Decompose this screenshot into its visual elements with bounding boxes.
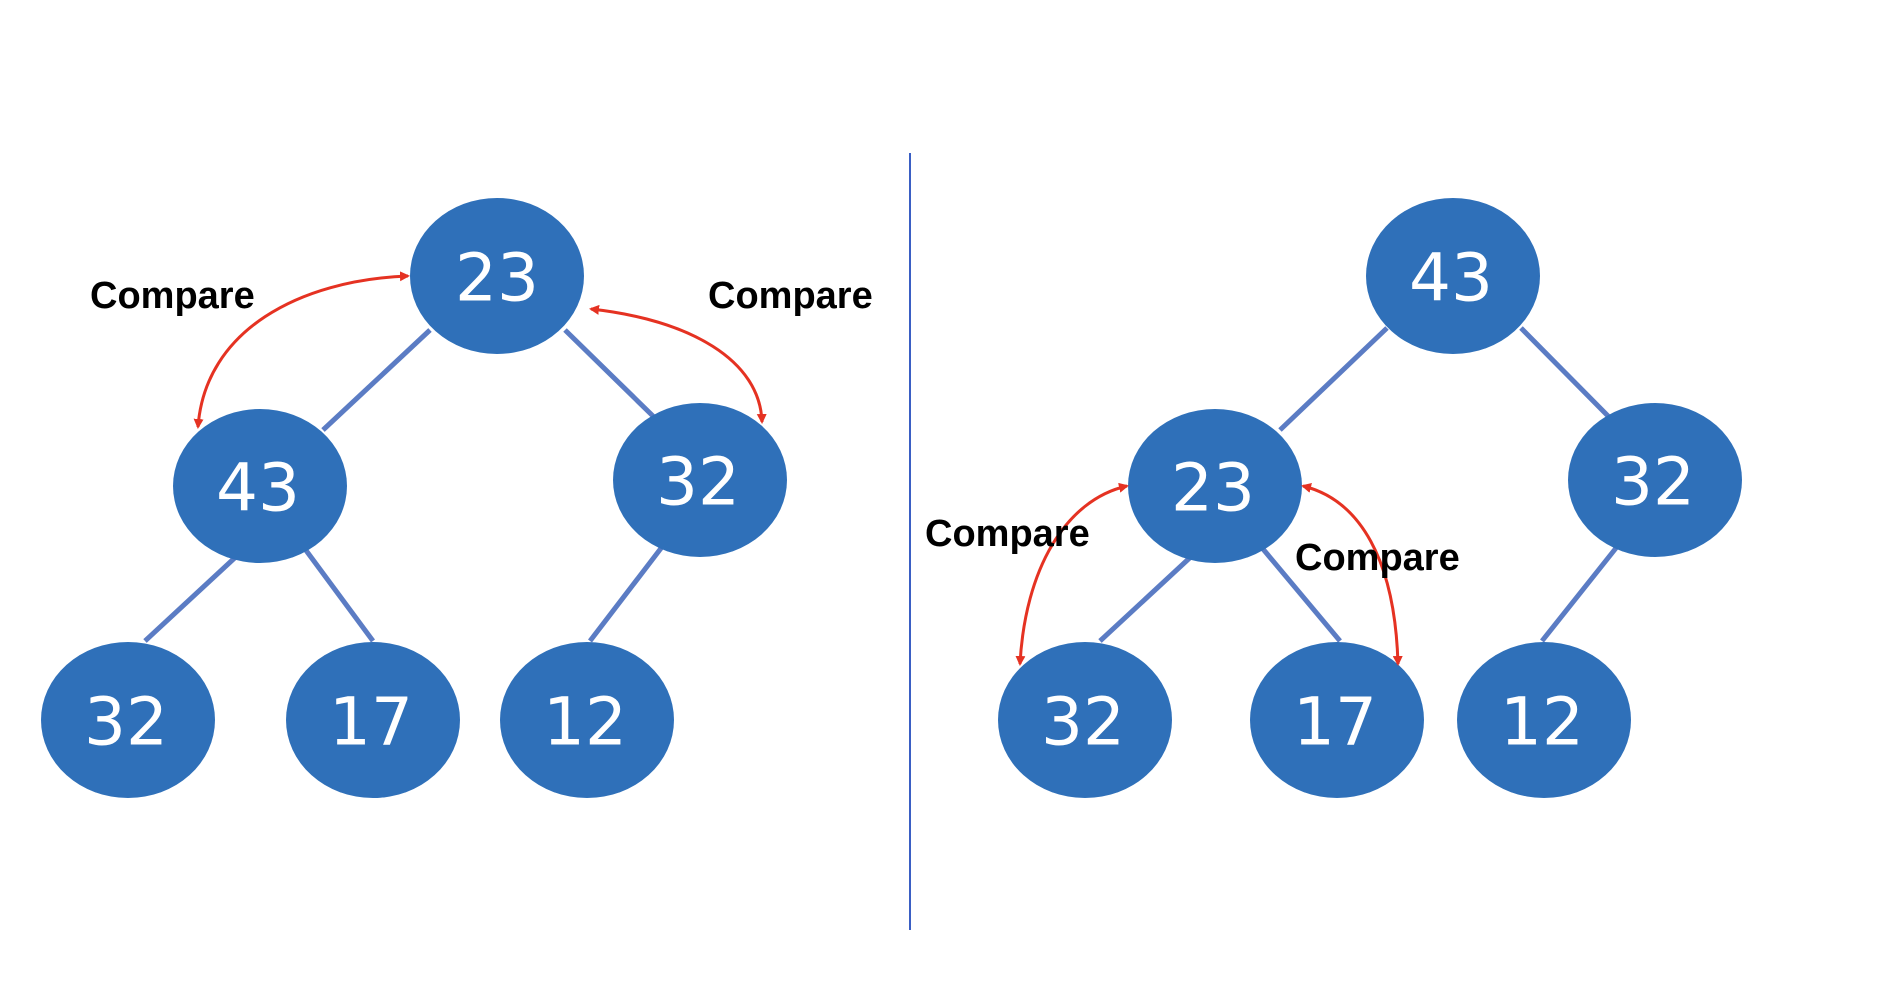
left-compare-arrow-right — [589, 304, 767, 424]
right-node-leaf-2-label: 17 — [1293, 684, 1377, 761]
left-edge-root-to-32 — [563, 328, 657, 420]
right-node-leaf-1-label: 32 — [1041, 684, 1125, 761]
left-node-leaf-1-label: 32 — [84, 684, 168, 761]
right-node-root-label: 43 — [1409, 240, 1493, 317]
right-edge-32-to-12 — [1540, 541, 1622, 643]
left-node-leaf-2: 17 — [286, 642, 460, 798]
right-node-level1-left: 23 — [1128, 409, 1302, 563]
left-compare-arrow-left — [193, 271, 410, 429]
right-node-level1-right: 32 — [1568, 403, 1742, 557]
left-node-level1-right: 32 — [613, 403, 787, 557]
right-node-level1-right-label: 32 — [1611, 444, 1695, 521]
left-tree: 23 43 32 32 17 12 — [41, 198, 873, 798]
right-node-root: 43 — [1366, 198, 1540, 354]
right-compare-arrow-left — [1015, 482, 1129, 666]
left-node-leaf-1: 32 — [41, 642, 215, 798]
right-node-leaf-3: 12 — [1457, 642, 1631, 798]
right-compare-label-right: Compare — [1295, 537, 1460, 579]
right-edge-root-to-32 — [1519, 326, 1612, 420]
right-edge-23-to-32 — [1098, 551, 1197, 643]
left-node-leaf-3-label: 12 — [543, 684, 627, 761]
left-node-root: 23 — [410, 198, 584, 354]
right-edge-root-to-23 — [1278, 326, 1389, 432]
left-node-level1-left: 43 — [173, 409, 347, 563]
left-node-level1-left-label: 43 — [216, 450, 300, 527]
right-node-leaf-1: 32 — [998, 642, 1172, 798]
right-tree: 43 23 32 32 17 12 — [925, 198, 1742, 798]
right-compare-label-left: Compare — [925, 513, 1090, 555]
left-edge-43-to-32 — [143, 551, 242, 643]
left-compare-label-right: Compare — [708, 275, 873, 317]
right-node-leaf-2: 17 — [1250, 642, 1424, 798]
left-node-leaf-3: 12 — [500, 642, 674, 798]
left-compare-label-left: Compare — [90, 275, 255, 317]
right-compare-arrow-right — [1301, 483, 1403, 666]
left-node-root-label: 23 — [455, 240, 539, 317]
right-node-level1-left-label: 23 — [1171, 450, 1255, 527]
left-node-level1-right-label: 32 — [656, 444, 740, 521]
left-edge-32-to-12 — [588, 541, 667, 643]
left-node-leaf-2-label: 17 — [329, 684, 413, 761]
right-node-leaf-3-label: 12 — [1500, 684, 1584, 761]
left-edge-43-to-17 — [302, 547, 376, 643]
left-edge-root-to-43 — [321, 328, 432, 432]
